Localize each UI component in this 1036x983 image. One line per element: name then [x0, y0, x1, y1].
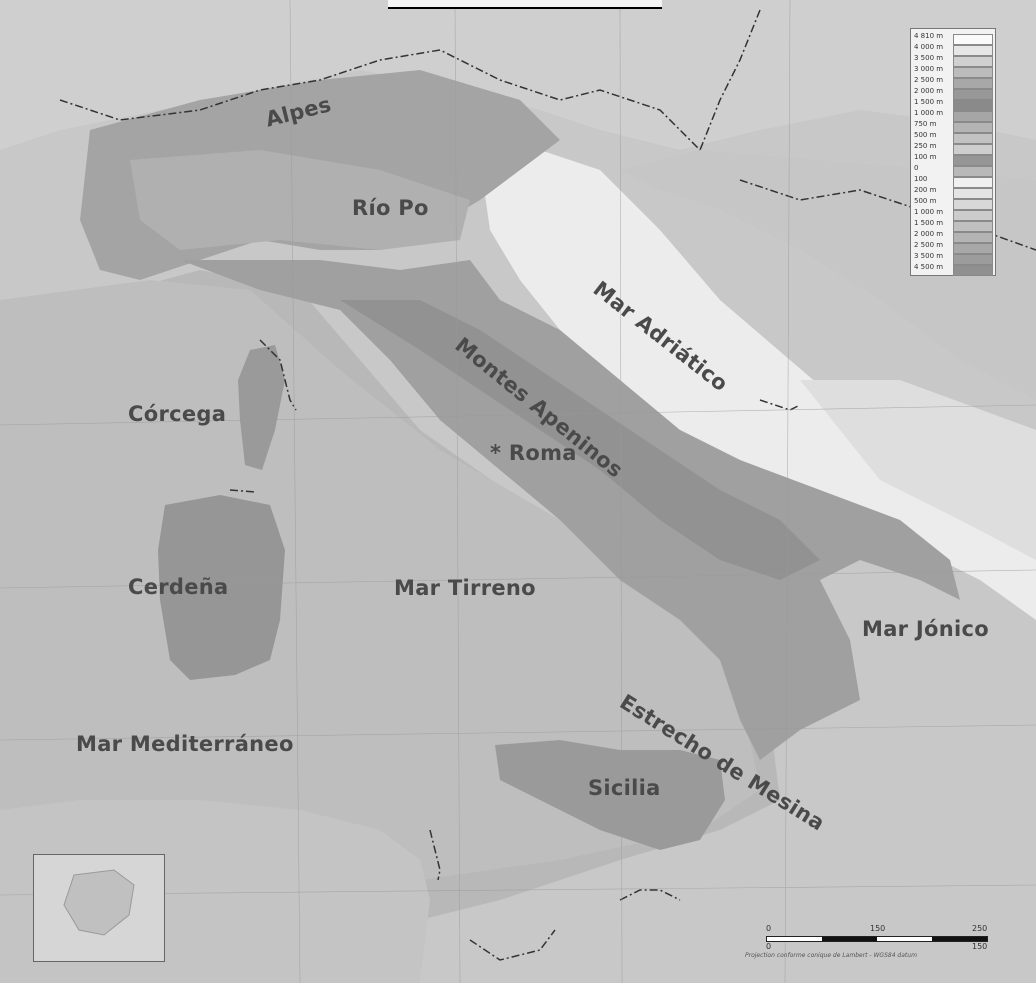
legend-row-label: 0: [914, 164, 919, 172]
legend-swatch: [953, 45, 993, 56]
legend-row: 750 m: [911, 120, 995, 133]
legend-swatch: [953, 243, 993, 254]
legend-swatch: [953, 78, 993, 89]
legend-row-label: 750 m: [914, 120, 937, 128]
legend-row: 4 000 m: [911, 43, 995, 56]
legend-row-label: 2 500 m: [914, 76, 944, 84]
legend-row: 2 500 m: [911, 76, 995, 89]
legend-swatch: [953, 232, 993, 243]
locator-map: [63, 869, 135, 936]
legend-swatch: [953, 210, 993, 221]
legend-swatch: [953, 199, 993, 210]
legend-swatch: [953, 100, 993, 111]
legend-row: 1 500 m: [911, 98, 995, 111]
legend-swatch: [953, 188, 993, 199]
legend-swatch: [953, 67, 993, 78]
legend-row-label: 3 500 m: [914, 252, 944, 260]
legend-row: 1 000 m: [911, 109, 995, 122]
legend-swatch: [953, 89, 993, 100]
legend-row-label: 2 500 m: [914, 241, 944, 249]
legend-row: 1 500 m: [911, 219, 995, 232]
legend-row: 3 500 m: [911, 54, 995, 67]
legend-row-label: 100 m: [914, 153, 937, 161]
legend-row: 250 m: [911, 142, 995, 155]
legend-row-label: 1 500 m: [914, 98, 944, 106]
legend-row: 500 m: [911, 197, 995, 210]
legend-swatch: [953, 177, 993, 188]
legend-row-label: 1 500 m: [914, 219, 944, 227]
legend-swatch: [953, 265, 993, 276]
legend-row-label: 3 500 m: [914, 54, 944, 62]
legend-row: 2 000 m: [911, 87, 995, 100]
label-roma: * Roma: [490, 441, 577, 465]
legend-row-label: 1 000 m: [914, 109, 944, 117]
legend-row: 100 m: [911, 153, 995, 166]
scale-bar-track: [766, 936, 988, 942]
legend-swatch: [953, 254, 993, 265]
legend-row-label: 2 000 m: [914, 230, 944, 238]
scale-tick-bottom-0: 0: [766, 942, 772, 951]
legend-swatch: [953, 56, 993, 67]
legend-row-label: 250 m: [914, 142, 937, 150]
legend-row-label: 3 000 m: [914, 65, 944, 73]
legend-swatch: [953, 111, 993, 122]
projection-caption: Projection conforme conique de Lambert -…: [745, 952, 917, 959]
title-underline: [388, 0, 662, 9]
legend-swatch: [953, 166, 993, 177]
legend-row-label: 4 500 m: [914, 263, 944, 271]
label-mar-jonico: Mar Jónico: [862, 617, 990, 641]
legend-row: 0: [911, 164, 995, 177]
legend-row: 2 000 m: [911, 230, 995, 243]
legend-row-label: 1 000 m: [914, 208, 944, 216]
legend-row: 1 000 m: [911, 208, 995, 221]
scale-bar: 0 150 250 0 150: [766, 924, 988, 964]
scale-tick-top-1: 150: [870, 924, 886, 933]
legend-row-label: 4 000 m: [914, 43, 944, 51]
legend-row-label: 2 000 m: [914, 87, 944, 95]
legend-swatch: [953, 144, 993, 155]
scale-tick-top-2: 250: [972, 924, 988, 933]
label-cerdena: Cerdeña: [128, 575, 229, 599]
label-corcega: Córcega: [128, 402, 227, 426]
locator-inset: [33, 854, 165, 962]
legend-row: 200 m: [911, 186, 995, 199]
legend-row: 3 000 m: [911, 65, 995, 78]
legend-row: 100: [911, 175, 995, 188]
legend-row-label: 500 m: [914, 197, 937, 205]
legend-row-label: 500 m: [914, 131, 937, 139]
legend-swatch: [953, 155, 993, 166]
elevation-legend: 4 810 m 4 000 m 3 500 m 3 000 m 2 500 m 2 000…: [910, 28, 996, 276]
legend-row-label: 100: [914, 175, 928, 183]
legend-swatch: [953, 133, 993, 144]
legend-row: 2 500 m: [911, 241, 995, 254]
legend-row: 500 m: [911, 131, 995, 144]
legend-row: 4 500 m: [911, 263, 995, 276]
label-sicilia: Sicilia: [588, 776, 661, 800]
legend-swatch: [953, 122, 993, 133]
legend-row-label: 200 m: [914, 186, 937, 194]
legend-swatch: [953, 34, 993, 45]
label-mar-mediterraneo: Mar Mediterráneo: [76, 732, 294, 756]
legend-row: 3 500 m: [911, 252, 995, 265]
legend-row-label: 4 810 m: [914, 32, 944, 40]
legend-swatch: [953, 221, 993, 232]
legend-row: 4 810 m: [911, 32, 995, 45]
scale-tick-bottom-1: 150: [972, 942, 988, 951]
scale-tick-top-0: 0: [766, 924, 772, 933]
label-rio-po: Río Po: [352, 196, 429, 220]
label-mar-tirreno: Mar Tirreno: [394, 576, 536, 600]
